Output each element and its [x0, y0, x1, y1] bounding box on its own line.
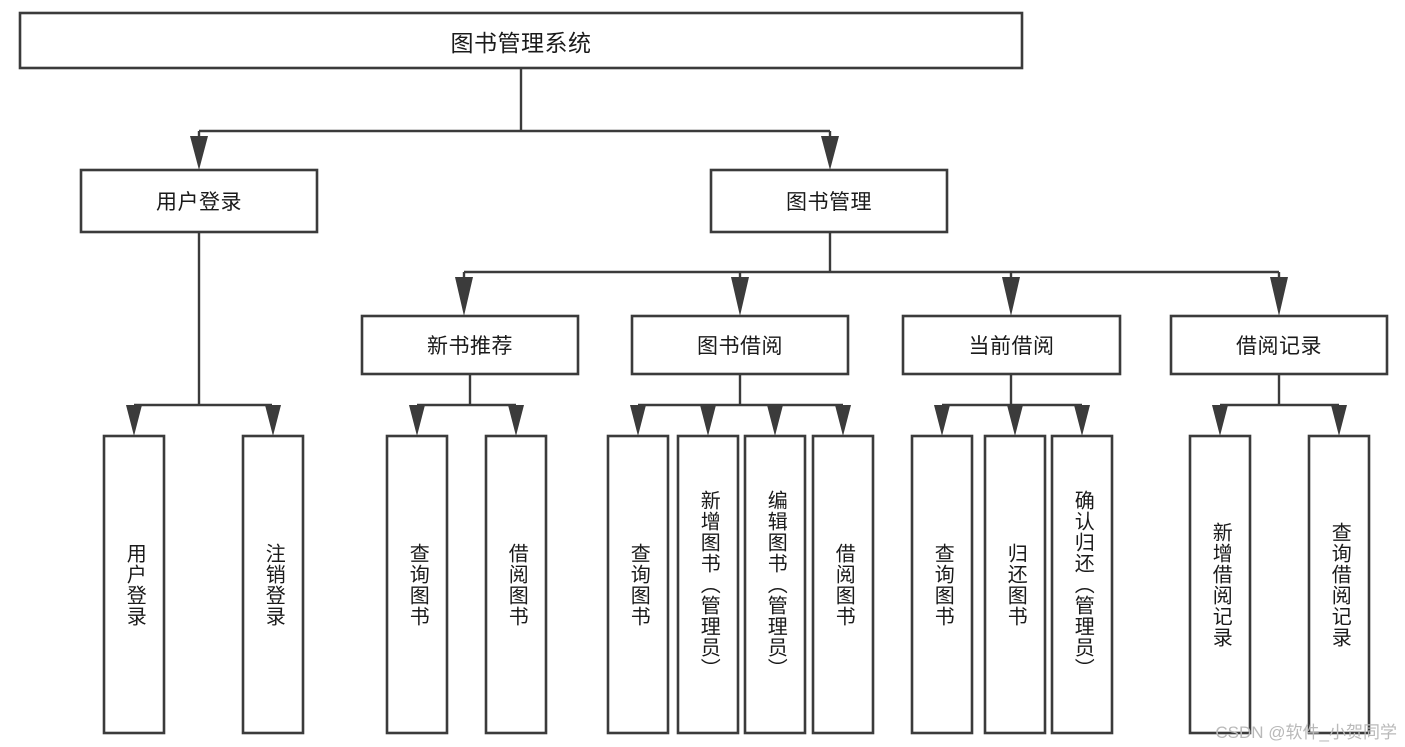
node-box-book-borrow[interactable]	[630, 314, 850, 376]
node-box-root[interactable]	[18, 11, 1024, 70]
arrow-head-leaf-query-record	[1331, 405, 1347, 436]
arrow-head-book-borrow	[731, 277, 749, 316]
node-box-new-book-rec[interactable]	[360, 314, 580, 376]
node-box-leaf-query-book-2[interactable]	[606, 434, 670, 735]
node-box-leaf-borrow-book-2[interactable]	[811, 434, 875, 735]
arrow-head-leaf-query-book-3	[934, 405, 950, 436]
arrow-head-leaf-add-record	[1212, 405, 1228, 436]
node-box-leaf-user-logout[interactable]	[241, 434, 305, 735]
node-box-leaf-add-book[interactable]	[676, 434, 740, 735]
arrow-head-leaf-borrow-book-2	[835, 405, 851, 436]
node-box-leaf-query-book-1[interactable]	[385, 434, 449, 735]
node-box-leaf-return-book[interactable]	[983, 434, 1047, 735]
arrow-head-leaf-query-book-1	[409, 405, 425, 436]
arrow-head-new-book-rec	[455, 277, 473, 316]
node-box-leaf-add-record[interactable]	[1188, 434, 1252, 735]
node-box-borrow-record[interactable]	[1169, 314, 1389, 376]
arrow-head-leaf-borrow-book-1	[508, 405, 524, 436]
node-box-leaf-borrow-book-1[interactable]	[484, 434, 548, 735]
arrow-head-user-login	[190, 136, 208, 170]
node-box-layer	[18, 11, 1389, 735]
node-box-leaf-user-login[interactable]	[102, 434, 166, 735]
arrow-head-leaf-confirm-return	[1074, 405, 1090, 436]
arrow-head-borrow-record	[1270, 277, 1288, 316]
node-box-book-manage[interactable]	[709, 168, 949, 234]
arrow-head-leaf-return-book	[1007, 405, 1023, 436]
node-box-leaf-edit-book[interactable]	[743, 434, 807, 735]
arrow-head-leaf-user-logout	[265, 405, 281, 436]
connector-layer	[126, 68, 1347, 436]
node-box-leaf-query-book-3[interactable]	[910, 434, 974, 735]
arrow-head-leaf-query-book-2	[630, 405, 646, 436]
arrow-head-book-manage	[821, 136, 839, 170]
arrow-head-leaf-edit-book	[767, 405, 783, 436]
node-box-current-borrow[interactable]	[901, 314, 1122, 376]
arrow-head-current-borrow	[1002, 277, 1020, 316]
node-box-leaf-confirm-return[interactable]	[1050, 434, 1114, 735]
node-box-user-login[interactable]	[79, 168, 319, 234]
node-box-leaf-query-record[interactable]	[1307, 434, 1371, 735]
arrow-head-leaf-add-book	[700, 405, 716, 436]
arrow-head-leaf-user-login	[126, 405, 142, 436]
